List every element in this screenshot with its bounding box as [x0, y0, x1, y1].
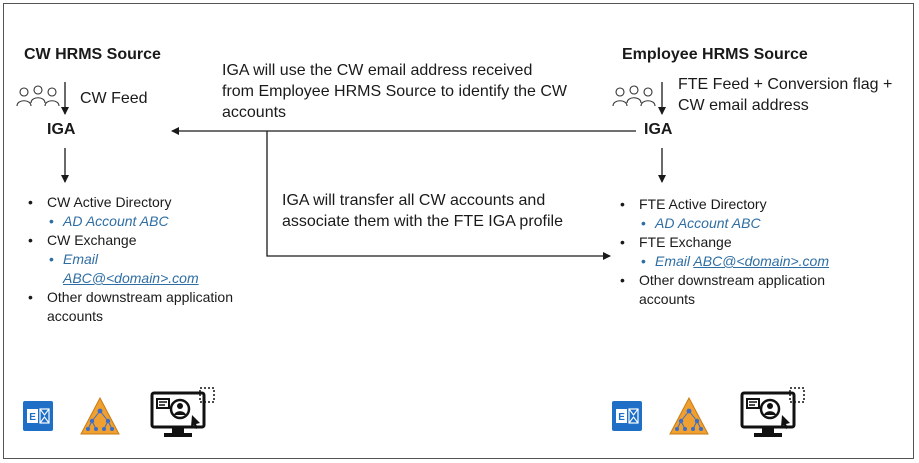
fte-feed-line1: FTE Feed + Conversion flag + [678, 76, 893, 93]
cw-exchange-label: CW Exchange [47, 232, 137, 248]
email-address-link[interactable]: ABC@<domain>.com [693, 253, 829, 269]
other-apps-label-2: accounts [47, 308, 104, 324]
user-monitor-icon [740, 387, 806, 439]
email-item: Email ABC@<domain>.com [639, 252, 895, 271]
cw-feed-label: CW Feed [80, 90, 148, 107]
fte-exchange-label: FTE Exchange [639, 234, 732, 250]
transfer-note-line1: IGA will transfer all CW accounts and [282, 192, 546, 209]
people-group-icon [16, 84, 60, 108]
identify-note-line1: IGA will use the CW email address receiv… [222, 62, 533, 79]
list-item: Other downstream application accounts [615, 271, 895, 309]
email-address-link[interactable]: ABC@<domain>.com [63, 270, 199, 286]
left-account-list: CW Active Directory AD Account ABC CW Ex… [23, 193, 273, 326]
svg-text:E: E [618, 412, 625, 423]
employee-hrms-source-heading: Employee HRMS Source [622, 46, 808, 63]
other-apps-label: Other downstream application [47, 289, 233, 305]
list-item: Other downstream application accounts [23, 288, 273, 326]
diagram-frame [3, 3, 914, 459]
fte-feed-line2: CW email address [678, 97, 809, 114]
exchange-icon: E [612, 401, 642, 431]
ad-account-item: AD Account ABC [47, 212, 273, 231]
user-monitor-icon [150, 387, 216, 439]
fte-feed-label: FTE Feed + Conversion flag + CW email ad… [678, 74, 908, 116]
identify-note: IGA will use the CW email address receiv… [222, 60, 602, 123]
right-account-list: FTE Active Directory AD Account ABC FTE … [615, 195, 895, 309]
fte-active-directory-label: FTE Active Directory [639, 196, 767, 212]
list-item: CW Exchange Email ABC@<domain>.com [23, 231, 273, 288]
people-group-icon [612, 84, 656, 108]
email-label: Email [63, 251, 99, 267]
left-iga-node: IGA [47, 121, 76, 138]
other-apps-label: Other downstream application [639, 272, 825, 288]
email-item: Email ABC@<domain>.com [47, 250, 273, 288]
identify-note-line2: from Employee HRMS Source to identify th… [222, 83, 568, 100]
list-item: CW Active Directory AD Account ABC [23, 193, 273, 231]
transfer-note: IGA will transfer all CW accounts and as… [282, 190, 602, 232]
cw-active-directory-label: CW Active Directory [47, 194, 172, 210]
hierarchy-triangle-icon [669, 396, 709, 435]
email-label: Email [655, 253, 691, 269]
list-item: FTE Exchange Email ABC@<domain>.com [615, 233, 895, 271]
transfer-note-line2: associate them with the FTE IGA profile [282, 213, 564, 230]
right-iga-node: IGA [644, 121, 673, 138]
exchange-icon: E [23, 401, 53, 431]
identify-note-line3: accounts [222, 104, 287, 121]
hierarchy-triangle-icon [80, 396, 120, 435]
list-item: FTE Active Directory AD Account ABC [615, 195, 895, 233]
cw-hrms-source-heading: CW HRMS Source [24, 46, 161, 63]
ad-account-item: AD Account ABC [639, 214, 895, 233]
other-apps-label-2: accounts [639, 291, 696, 307]
svg-text:E: E [29, 412, 36, 423]
